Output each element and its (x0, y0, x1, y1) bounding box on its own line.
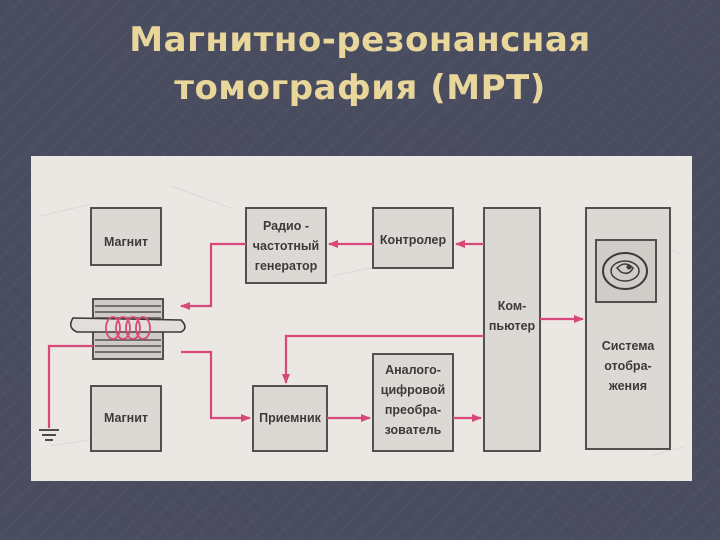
arrow-coil-to-receiver (181, 350, 251, 422)
arrow-rf-to-coil (180, 242, 246, 310)
receiver-label: Приемник (259, 411, 322, 425)
magnet-coil-icon (69, 298, 186, 360)
connection-arrows (47, 240, 584, 428)
adc-box (372, 353, 454, 452)
controller-box (372, 207, 454, 269)
rf-generator-box (245, 207, 327, 284)
controller-label: Контролер (380, 233, 447, 247)
adc-label-3: преобра- (385, 403, 441, 417)
magnet-bottom-box (90, 385, 162, 452)
ground-icon (39, 429, 59, 441)
computer-box (483, 207, 541, 452)
diagram-canvas: Магнит Магнит Радио - частотный генерато… (39, 185, 687, 457)
display-label-1: Система (602, 339, 656, 353)
magnet-top-label: Магнит (104, 235, 148, 249)
display-label-3: жения (608, 379, 647, 393)
ground-wire (47, 344, 93, 428)
computer-label-1: Ком- (498, 299, 527, 313)
magnet-bottom-label: Магнит (104, 411, 148, 425)
computer-label-2: пьютер (489, 319, 536, 333)
rf-generator-label-1: Радио - (263, 219, 309, 233)
receiver-box (252, 385, 328, 452)
slide-title-line1: Магнитно-резонансная (129, 20, 591, 60)
magnet-top-box (90, 207, 162, 266)
adc-label-1: Аналого- (385, 363, 441, 377)
mri-block-diagram: Магнит Магнит Радио - частотный генерато… (31, 156, 692, 481)
adc-label-2: цифровой (381, 383, 445, 397)
display-label-2: отобра- (604, 359, 651, 373)
arrow-computer-to-receiver (282, 334, 484, 384)
slide-title-line2: томография (МРТ) (174, 68, 546, 108)
adc-label-4: зователь (385, 423, 442, 437)
rf-generator-label-3: генератор (255, 259, 318, 273)
slide-title: Магнитно-резонансная томография (МРТ) (0, 16, 720, 112)
brain-image-icon (595, 239, 657, 303)
rf-generator-label-2: частотный (253, 239, 319, 253)
